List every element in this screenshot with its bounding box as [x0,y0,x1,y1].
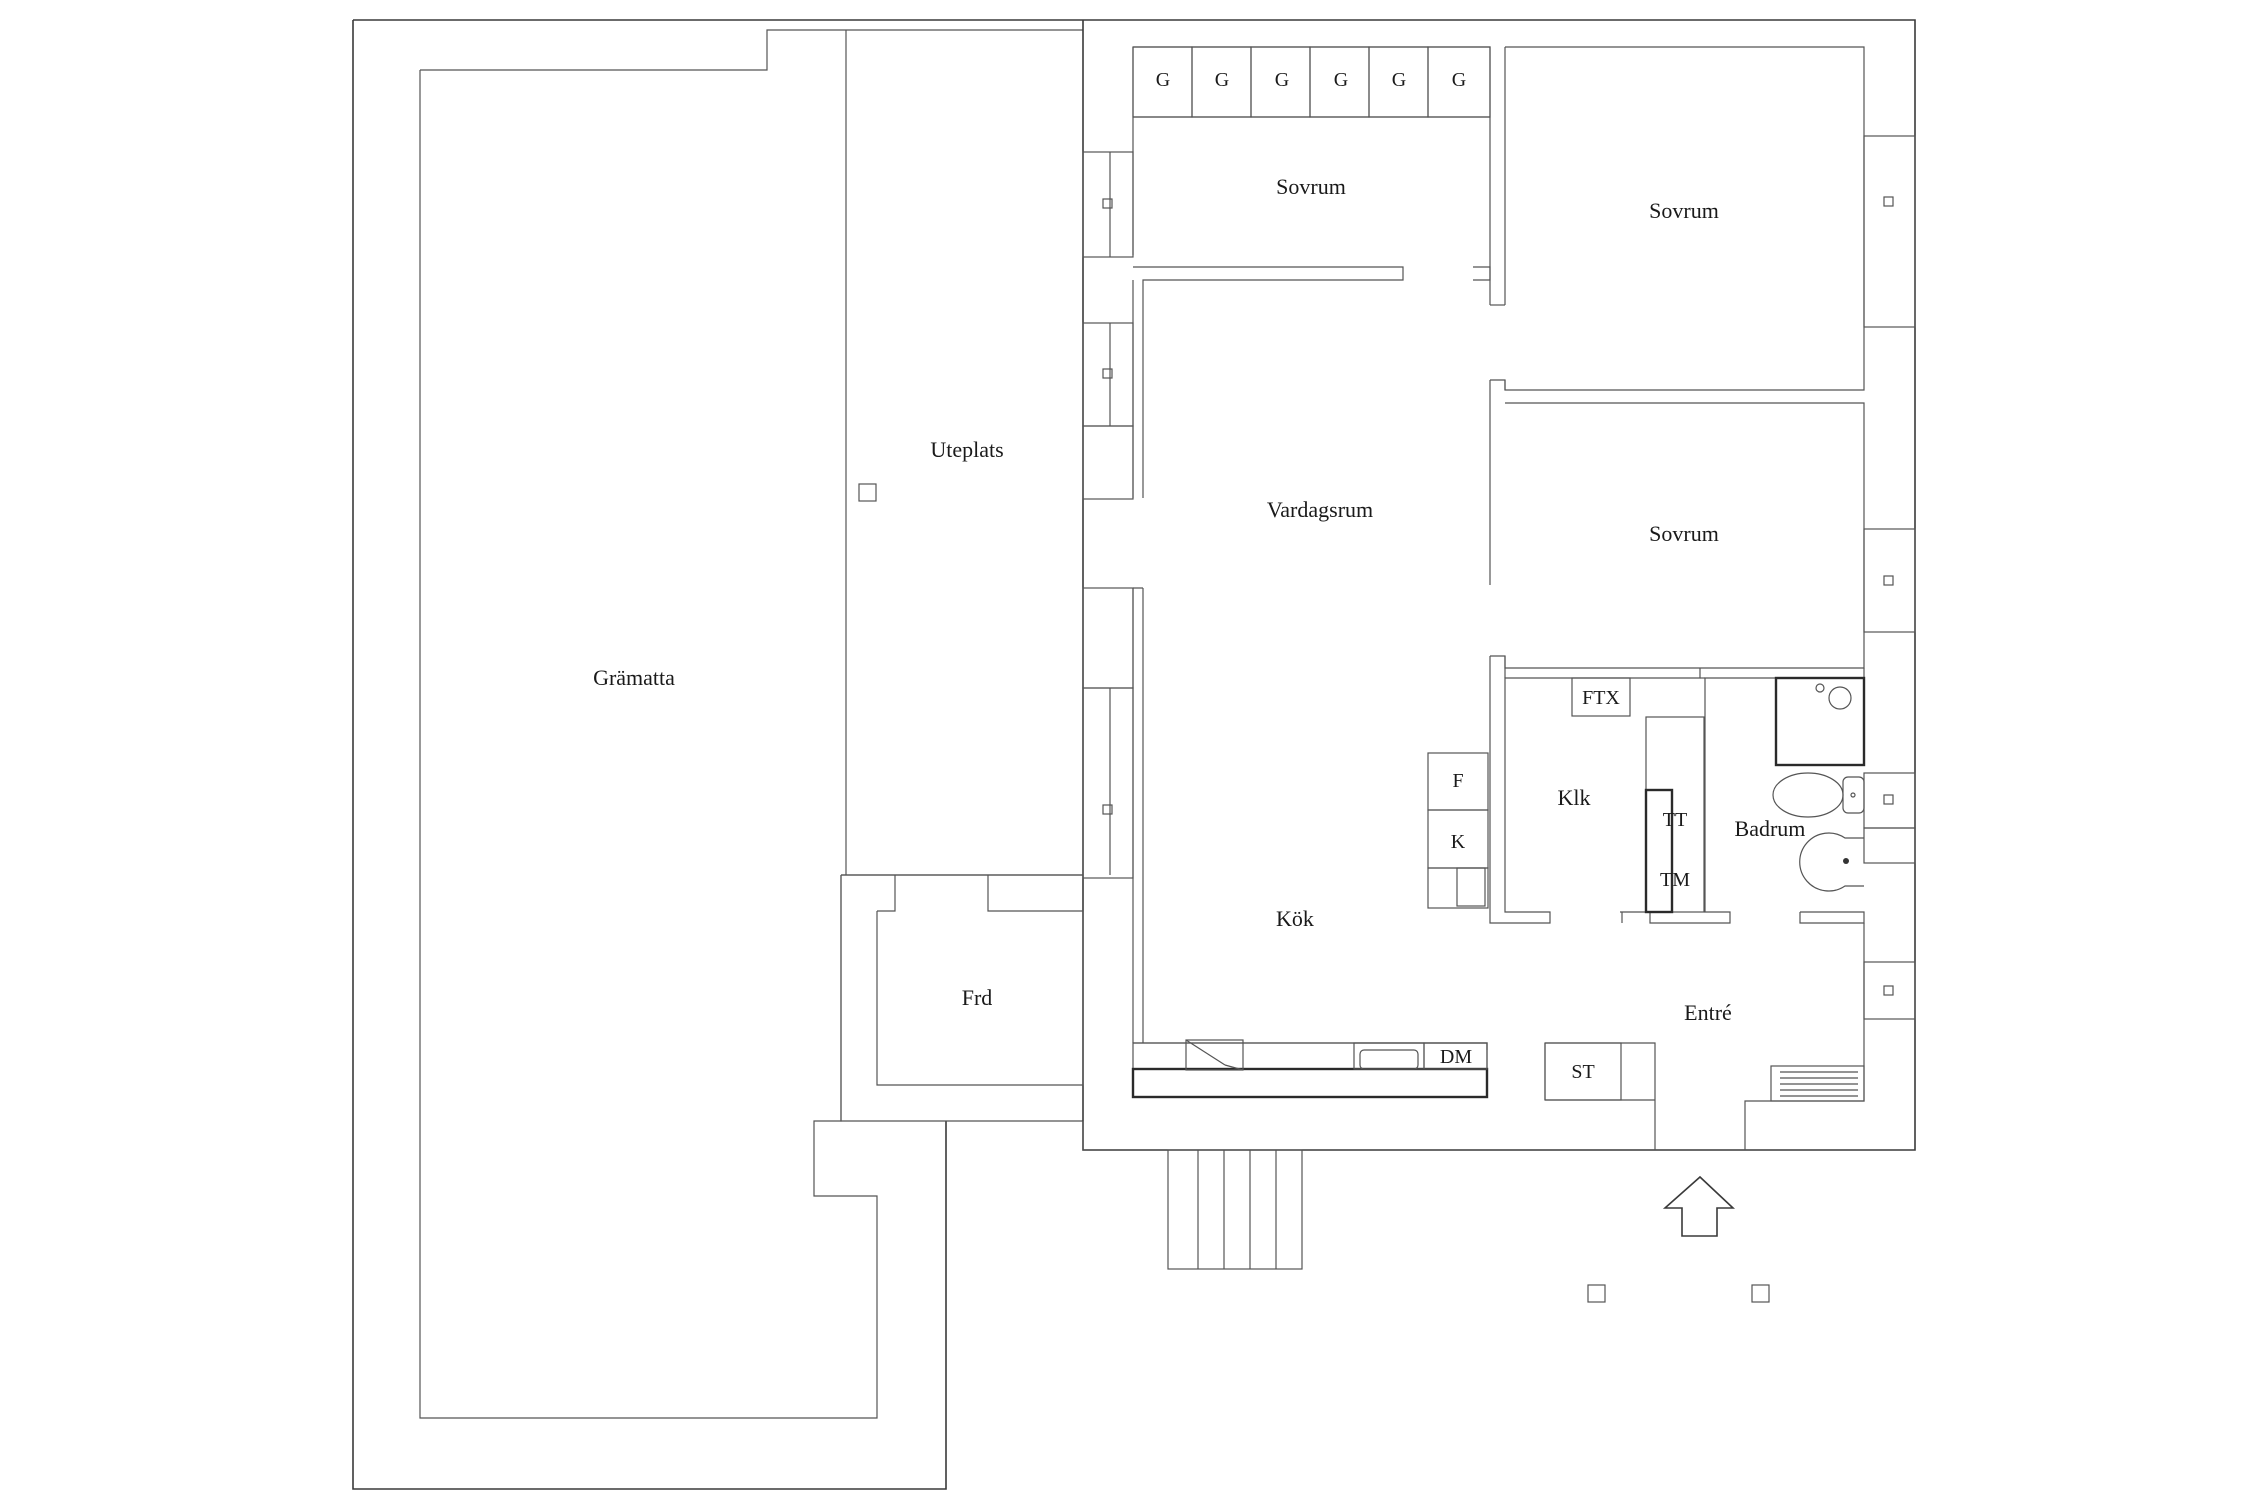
shower-icon [1774,676,1866,767]
storage-unit: ST [1544,1042,1622,1101]
wardrobe-label: G [1452,69,1466,91]
room-label-gramatta: Grämatta [593,665,675,690]
fridge-label: F [1452,770,1463,792]
sink-icon [1353,1042,1425,1070]
bathroom-fixtures [1772,676,1866,892]
room-label-kok: Kök [1276,906,1314,931]
washing-machine-label: TM [1660,869,1690,891]
room-label-entre: Entré [1684,1000,1732,1025]
room-label-frd: Frd [962,985,993,1010]
entrance-arrow-icon [1662,1175,1736,1237]
room-label-klk: Klk [1558,785,1591,810]
room-label-badrum: Badrum [1735,816,1806,841]
freezer-label: K [1451,831,1466,853]
wardrobe-label: G [1156,69,1170,91]
room-label-vardagsrum: Vardagsrum [1267,497,1373,522]
outdoor-light-markers [858,483,1770,1303]
room-label-sovrum-right: Sovrum [1649,198,1719,223]
windows-right [1863,135,1916,1020]
laundry-fixtures: TT TM [1644,716,1705,914]
kitchen-fixtures: F K DM [1131,752,1489,1099]
house-exterior-walls [1082,19,1916,1151]
wardrobe-label: G [1392,69,1406,91]
windows-left [1082,151,1134,879]
room-label-sovrum-mid: Sovrum [1649,521,1719,546]
stairs-icon [1167,1149,1303,1270]
dishwasher-label: DM [1440,1046,1472,1068]
storage-label: ST [1571,1061,1594,1083]
room-label-uteplats: Uteplats [930,437,1003,462]
toilet-icon [1772,772,1865,818]
interior-walls [841,116,1865,1150]
wardrobe-label: G [1334,69,1348,91]
room-label-sovrum-top: Sovrum [1276,174,1346,199]
room-labels: Grämatta Uteplats Sovrum Sovrum Vardagsr… [593,174,1805,1025]
tumble-dryer-label: TT [1663,809,1687,831]
wardrobe-label: G [1215,69,1229,91]
stove-icon [1185,1039,1244,1071]
wardrobe-label: G [1275,69,1289,91]
radiator-icon [1770,1065,1865,1102]
sink-icon [1799,832,1864,892]
wardrobe-row: G G G G G G [1132,46,1491,118]
ftx-label: FTX [1582,687,1620,709]
outer-boundary [352,19,1083,1490]
ftx-unit: FTX [1571,677,1631,717]
